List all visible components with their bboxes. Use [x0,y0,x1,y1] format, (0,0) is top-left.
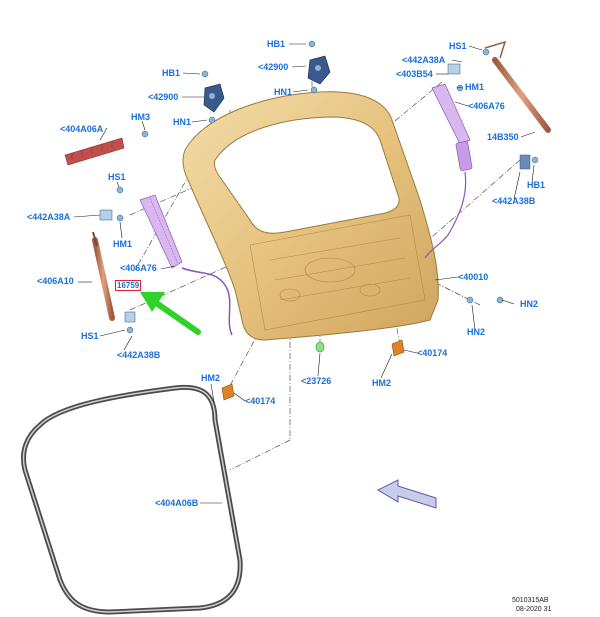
label-hb1-l[interactable]: HB1 [162,68,181,78]
label-442a38a-l[interactable]: <442A38A [27,212,71,222]
fasteners [99,40,539,334]
label-hb1-top[interactable]: HB1 [267,39,286,49]
wiring-harness-left[interactable] [139,194,233,336]
wiring-harness-right[interactable] [424,83,473,259]
label-hm1-l[interactable]: HM1 [113,239,133,249]
label-hm1-tr[interactable]: HM1 [465,82,485,92]
label-16759-highlighted[interactable]: 16759 [115,280,142,291]
drawing-date: 08-2020 31 [516,606,552,613]
weatherstrip-seal[interactable] [21,384,243,615]
label-406a10[interactable]: <406A10 [37,276,74,286]
plug-button[interactable] [315,341,325,353]
molding-left[interactable] [64,137,125,166]
label-403b54[interactable]: <403B54 [396,69,433,79]
liftgate-shell[interactable] [182,91,439,341]
label-hm2-l[interactable]: HM2 [201,373,221,383]
label-hn1-top[interactable]: HN1 [274,87,293,97]
label-23726[interactable]: <23726 [301,376,332,386]
label-42900-r[interactable]: <42900 [258,62,289,72]
label-hb1-r[interactable]: HB1 [527,180,546,190]
label-hm3[interactable]: HM3 [131,112,151,122]
label-404a06a[interactable]: <404A06A [60,124,104,134]
label-hn1-l[interactable]: HN1 [173,117,192,127]
label-406a76-l[interactable]: <406A76 [120,263,157,273]
gas-strut-right[interactable] [484,40,551,133]
hinge-left[interactable] [203,83,225,113]
gas-strut-left[interactable] [92,231,115,321]
label-leaders [73,43,536,504]
label-404a06b[interactable]: <404A06B [155,498,199,508]
label-hs1-tr[interactable]: HS1 [449,41,467,51]
label-42900-l[interactable]: <42900 [148,92,179,102]
label-hm2-r[interactable]: HM2 [372,378,392,388]
orientation-arrow [376,479,437,509]
bump-stops[interactable] [221,339,405,401]
label-hn2-c[interactable]: HN2 [467,327,486,337]
label-14b350[interactable]: 14B350 [487,132,519,142]
label-40010[interactable]: <40010 [458,272,489,282]
label-442a38b-l[interactable]: <442A38B [117,350,161,360]
label-hn2-r[interactable]: HN2 [520,299,539,309]
label-hs1-bl[interactable]: HS1 [81,331,99,341]
label-40174-r[interactable]: <40174 [417,348,448,358]
label-442a38b-r[interactable]: <442A38B [492,196,536,206]
drawing-code: 5010315AB [512,597,549,604]
hinge-right[interactable] [307,55,331,85]
pointer-arrow-green [140,292,201,335]
label-hs1-l[interactable]: HS1 [108,172,126,182]
label-40174-l[interactable]: <40174 [245,396,276,406]
label-406a76-r[interactable]: <406A76 [468,101,505,111]
label-442a38a-tr[interactable]: <442A38A [402,55,446,65]
